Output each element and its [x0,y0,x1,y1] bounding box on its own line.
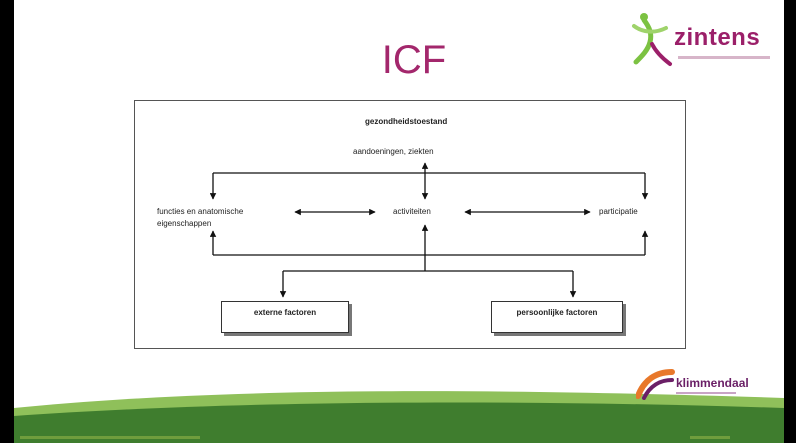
zintens-logo-text: zintens [674,24,761,51]
personal-factors-box: persoonlijke factoren [491,301,623,333]
klimmendaal-tagline [676,392,736,394]
node-functions-line2: eigenschappen [157,219,212,228]
klimmendaal-logo-text: klimmendaal [676,376,749,390]
node-activities: activiteiten [393,207,431,216]
footer-right-strip [690,436,730,439]
footer-left-strip [20,436,200,439]
slide: ICF zintens [14,0,784,443]
external-factors-label: externe factoren [253,308,317,317]
zintens-tagline [678,56,770,59]
personal-factors-label: persoonlijke factoren [516,308,598,317]
klimmendaal-swoosh-icon [635,369,675,400]
klimmendaal-logo-icon: klimmendaal [635,366,778,406]
node-condition: aandoeningen, ziekten [353,147,434,156]
diagram-heading: gezondheidstoestand [365,117,448,126]
slide-title: ICF [381,38,447,82]
node-functions-line1: functies en anatomische [157,207,244,216]
icf-diagram: gezondheidstoestand aandoeningen, ziekte… [134,100,686,349]
diagram-connectors [209,162,649,298]
zintens-figure-icon [632,13,672,66]
external-factors-box: externe factoren [221,301,349,333]
node-participation: participatie [599,207,638,216]
bottom-green-band [14,391,784,443]
zintens-logo-icon: zintens [626,10,776,72]
